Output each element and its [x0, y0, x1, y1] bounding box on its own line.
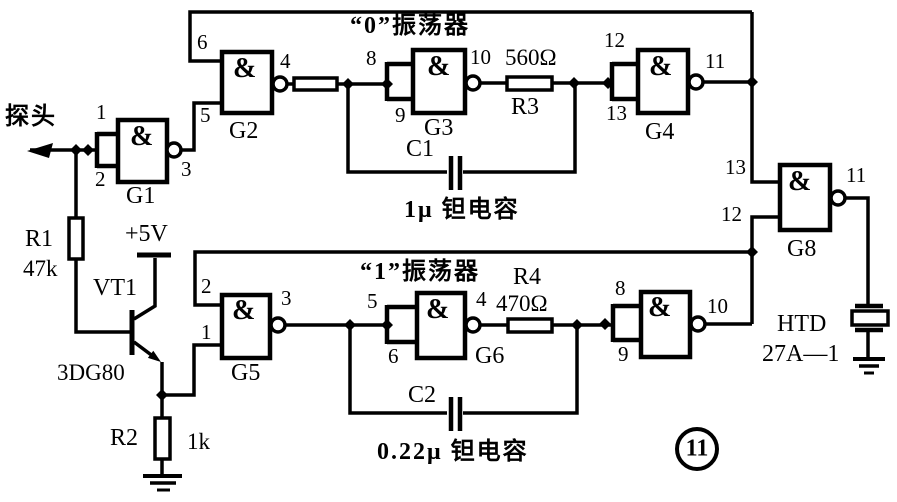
g3-pin10-label: 10 — [470, 45, 491, 69]
osc1-title-label: “1”振荡器 — [360, 259, 480, 285]
resistor-r4-body — [506, 317, 554, 334]
g2-pin5-label: 5 — [200, 103, 211, 127]
g3-name-label: G3 — [424, 115, 454, 141]
g1-bubble-icon — [165, 141, 183, 159]
r3-name-label: R3 — [511, 94, 540, 120]
capacitor-c2-plates — [448, 397, 463, 431]
g7-pin8-label: 8 — [615, 276, 626, 300]
wires — [30, 10, 870, 475]
g8-and-symbol: & — [788, 166, 812, 197]
r4-name-label: R4 — [513, 264, 542, 290]
g4-bubble-icon — [687, 73, 705, 91]
resistor-r1-body — [67, 216, 85, 261]
g8-pin11-label: 11 — [846, 163, 867, 187]
r2-value-label: 1k — [187, 429, 210, 454]
gate-g6-body — [414, 290, 468, 361]
piezo-buzzer-icon — [850, 303, 890, 333]
probe-arrow-icon — [27, 143, 53, 158]
g5-name-label: G5 — [231, 360, 261, 386]
g6-bubble-icon — [464, 316, 482, 334]
g6-pin6-label: 6 — [388, 344, 399, 368]
g6-pin4-label: 4 — [476, 287, 487, 311]
g3-bubble-icon — [464, 74, 482, 92]
c2-value-label: 0.22μ 钽电容 — [377, 439, 529, 465]
g5-pin1-label: 1 — [201, 320, 212, 344]
g6-name-label: G6 — [475, 343, 505, 369]
r2-name-label: R2 — [110, 425, 139, 451]
r3-value-label: 560Ω — [505, 45, 557, 70]
gate-g4-body — [635, 47, 691, 116]
gate-bodies — [115, 47, 833, 361]
gate-g1-body — [115, 117, 170, 185]
g1-pin3-label: 3 — [181, 157, 192, 181]
vt1-emitter-arrow-icon — [147, 350, 161, 362]
c1-name-label: C1 — [406, 136, 435, 162]
transistor-vt1 — [129, 252, 171, 362]
g3-pin9-label: 9 — [395, 103, 406, 127]
ground-symbols — [143, 357, 885, 492]
buzzer-model-label-2: 27A—1 — [762, 341, 840, 367]
output-bubbles — [165, 73, 847, 334]
g4-and-symbol: & — [649, 51, 673, 82]
g6-and-symbol: & — [426, 294, 450, 325]
g5-pin3-label: 3 — [281, 286, 292, 310]
capacitor-c1-plates — [448, 156, 463, 190]
g7-pin9-label: 9 — [618, 342, 629, 366]
g3-pin8-label: 8 — [366, 46, 377, 70]
g4-pin13-label: 13 — [606, 101, 627, 125]
g2-pin4-label: 4 — [280, 49, 291, 73]
g3-and-symbol: & — [427, 51, 451, 82]
g8-name-label: G8 — [787, 236, 817, 262]
buzzer-model-label-1: HTD — [777, 311, 827, 337]
g2-pin6-label: 6 — [197, 30, 208, 54]
g7-and-symbol: & — [648, 292, 672, 323]
r1-value-label: 47k — [23, 256, 58, 281]
g5-and-symbol: & — [232, 295, 256, 326]
resistors — [67, 75, 554, 461]
gate-g8-body — [777, 162, 833, 233]
c1-value-label: 1μ 钽电容 — [404, 197, 520, 223]
g2-name-label: G2 — [229, 118, 259, 144]
g2-bubble-icon — [271, 75, 289, 93]
g8-bubble-icon — [829, 189, 847, 207]
osc0-title-label: “0”振荡器 — [350, 13, 470, 39]
resistor-r2-body — [153, 416, 172, 461]
g7-bubble-icon — [689, 315, 707, 333]
probe-label: 探头 — [5, 104, 57, 130]
g8-pin12-label: 12 — [721, 202, 742, 226]
r1-name-label: R1 — [25, 226, 54, 252]
gate-g5-body — [219, 292, 273, 361]
g1-pin1-label: 1 — [96, 100, 107, 124]
g4-pin12-label: 12 — [604, 28, 625, 52]
g1-pin2-label: 2 — [95, 167, 106, 191]
g5-pin2-label: 2 — [201, 274, 212, 298]
g1-name-label: G1 — [126, 183, 156, 209]
r4-value-label: 470Ω — [496, 291, 548, 316]
figure-number-label: 11 — [685, 435, 709, 462]
resistor-r3-body — [505, 75, 554, 92]
capacitors — [448, 156, 463, 431]
g2-and-symbol: & — [233, 53, 257, 84]
g1-and-symbol: & — [130, 121, 154, 152]
g8-pin13-label: 13 — [725, 155, 746, 179]
c2-name-label: C2 — [408, 382, 437, 408]
supply-label: +5V — [125, 221, 168, 247]
figure-number-circle — [675, 427, 719, 471]
g5-bubble-icon — [269, 316, 287, 334]
vt1-model-label: 3DG80 — [57, 360, 125, 385]
resistor-coupling-body — [292, 76, 339, 92]
g7-pin10-label: 10 — [707, 294, 728, 318]
g6-pin5-label: 5 — [367, 289, 378, 313]
g4-name-label: G4 — [645, 119, 675, 145]
g4-pin11-label: 11 — [705, 49, 726, 73]
vt1-name-label: VT1 — [93, 275, 137, 301]
